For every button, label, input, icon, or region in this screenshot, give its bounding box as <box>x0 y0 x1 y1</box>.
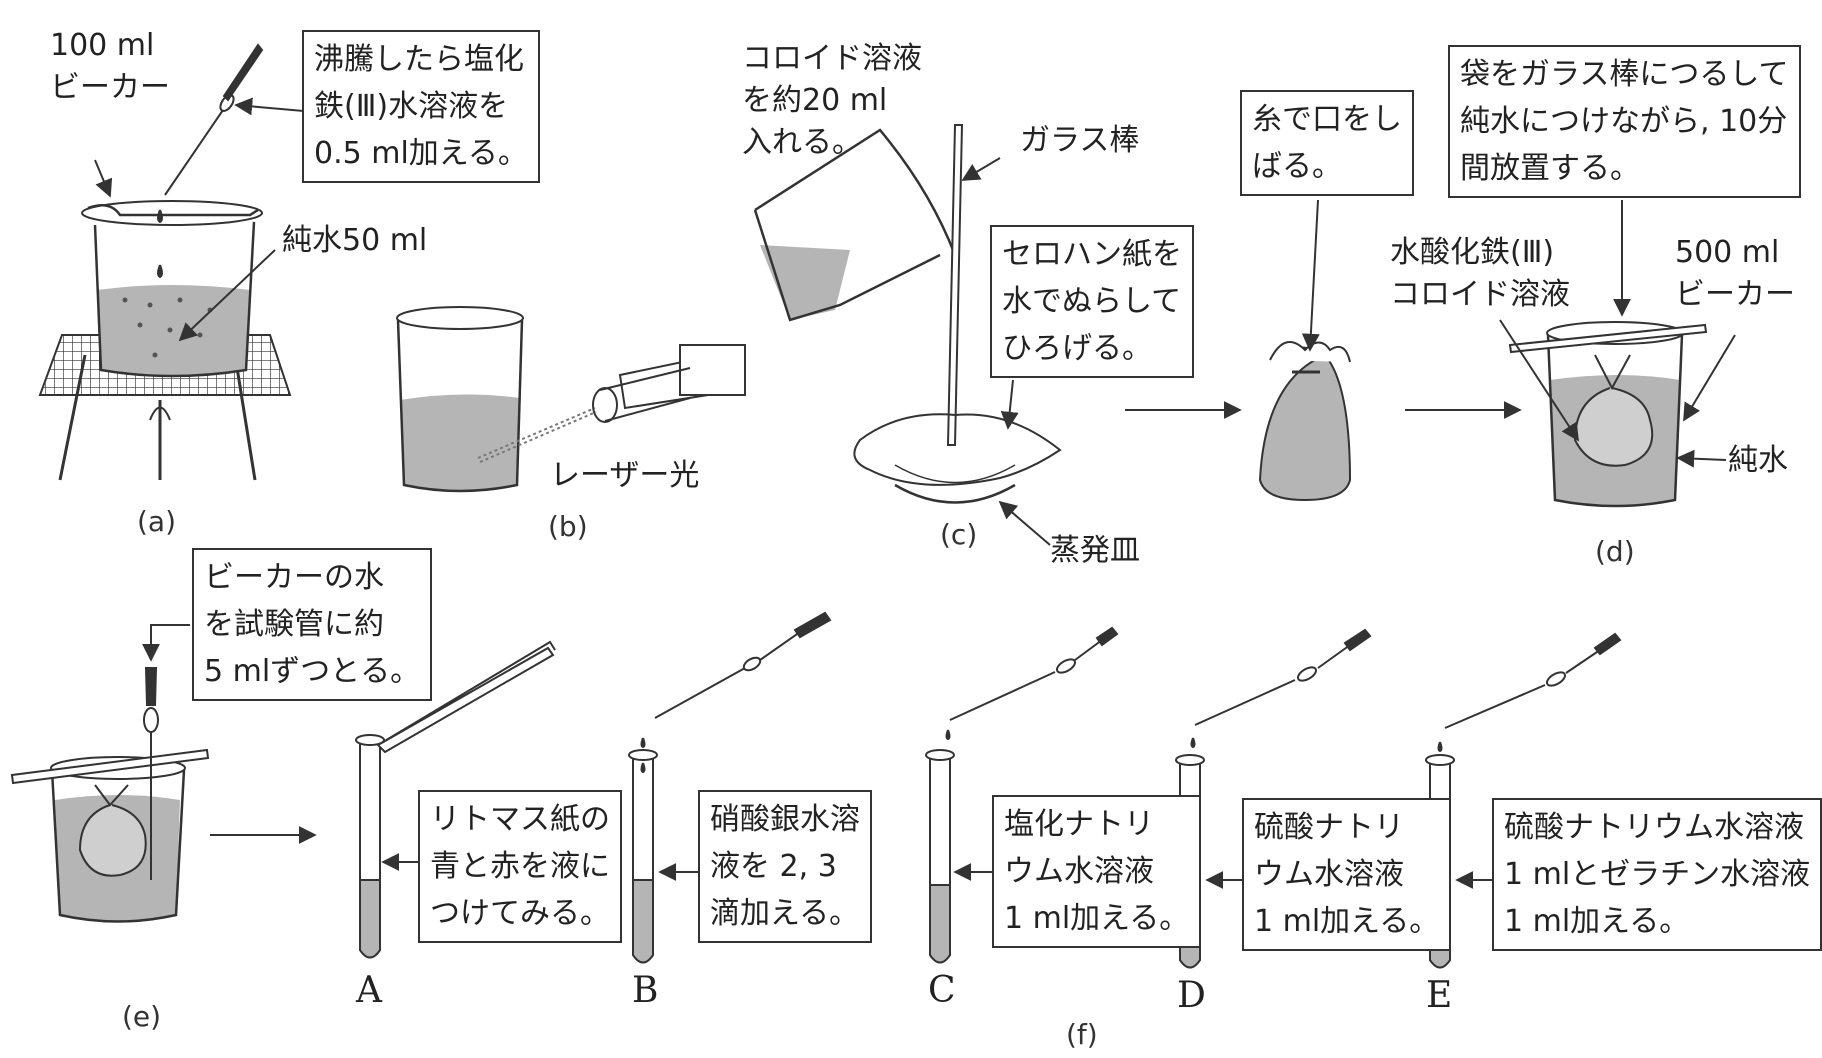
cellophane-box: セロハン紙を 水でぬらして ひろげる。 <box>990 225 1194 378</box>
setup-b <box>396 306 746 493</box>
dropper-a <box>164 43 264 196</box>
instruction-e-box: ビーカーの水 を試験管に約 5 mlずつとる。 <box>192 548 433 701</box>
tied-bag <box>1258 199 1522 502</box>
tube-D-letter: D <box>1177 975 1206 1016</box>
tube-A-box: リトマス紙の 青と赤を液に つけてみる。 <box>418 790 622 943</box>
caption-e: (e) <box>122 1000 162 1033</box>
beaker-e <box>50 769 186 923</box>
beaker-d-label: 500 ml ビーカー <box>1675 235 1795 312</box>
tube-B-letter: B <box>632 970 659 1011</box>
burner <box>149 406 171 421</box>
bubbles <box>122 297 213 358</box>
tube-A-letter: A <box>356 970 382 1011</box>
tube-B-box: 硝酸銀水溶 液を 2, 3 滴加える。 <box>698 790 872 943</box>
beaker-a-label: 100 ml ビーカー <box>50 28 170 105</box>
evaporating-dish <box>894 483 1016 504</box>
rod-e <box>10 748 210 785</box>
beaker-a-liquid <box>97 285 250 376</box>
dropper-e <box>143 667 159 880</box>
tie-bag-box: 糸で口をし ばる。 <box>1240 90 1414 196</box>
poured-beaker <box>753 128 957 322</box>
colloid-d-label: 水酸化鉄(Ⅲ) コロイド溶液 <box>1390 235 1570 312</box>
tube-E-letter: E <box>1426 975 1453 1016</box>
setup-e <box>10 624 317 923</box>
tube-C-letter: C <box>928 970 956 1011</box>
evaporating-dish-label: 蒸発皿 <box>1050 533 1140 568</box>
caption-a: (a) <box>137 505 177 538</box>
beaker-d <box>1546 334 1684 508</box>
tube-A <box>355 640 556 959</box>
poured-beaker-liquid <box>760 245 850 320</box>
colloid-pour-label: コロイド溶液 を約20 ml 入れる。 <box>742 41 922 160</box>
caption-b: (b) <box>548 510 588 543</box>
setup-d <box>1499 200 1736 508</box>
setup-c <box>753 124 1242 546</box>
tube-E-box: 硫酸ナトリウム水溶液 1 mlとゼラチン水溶液 1 ml加える。 <box>1492 798 1822 951</box>
tube-B <box>628 611 832 964</box>
tube-C-box: 塩化ナトリ ウム水溶液 1 ml加える。 <box>992 795 1202 948</box>
rod-d <box>1508 323 1708 354</box>
glass-rod-label: ガラス棒 <box>1020 123 1140 158</box>
caption-d: (d) <box>1595 535 1635 568</box>
instruction-a-box: 沸騰したら塩化 鉄(Ⅲ)水溶液を 0.5 ml加える。 <box>302 30 540 183</box>
glass-rod <box>946 124 964 446</box>
setup-a <box>38 43 316 481</box>
caption-f: (f) <box>1066 1018 1098 1051</box>
tube-C <box>925 626 1119 964</box>
tube-D-box: 硫酸ナトリ ウム水溶液 1 ml加える。 <box>1242 798 1452 951</box>
bag-d <box>1573 387 1654 467</box>
water-d-label: 純水 <box>1728 443 1788 478</box>
instruction-d-box: 袋をガラス棒につるして 純水につけながら, 10分 間放置する。 <box>1448 45 1801 198</box>
caption-c: (c) <box>940 518 978 551</box>
beaker-b-liquid <box>400 394 520 491</box>
cellophane <box>853 413 1062 486</box>
bag-e <box>78 804 147 877</box>
laser-label: レーザー光 <box>550 458 700 493</box>
water-a-label: 純水50 ml <box>282 223 428 258</box>
tweezers <box>376 640 556 754</box>
beaker-b <box>396 319 524 493</box>
